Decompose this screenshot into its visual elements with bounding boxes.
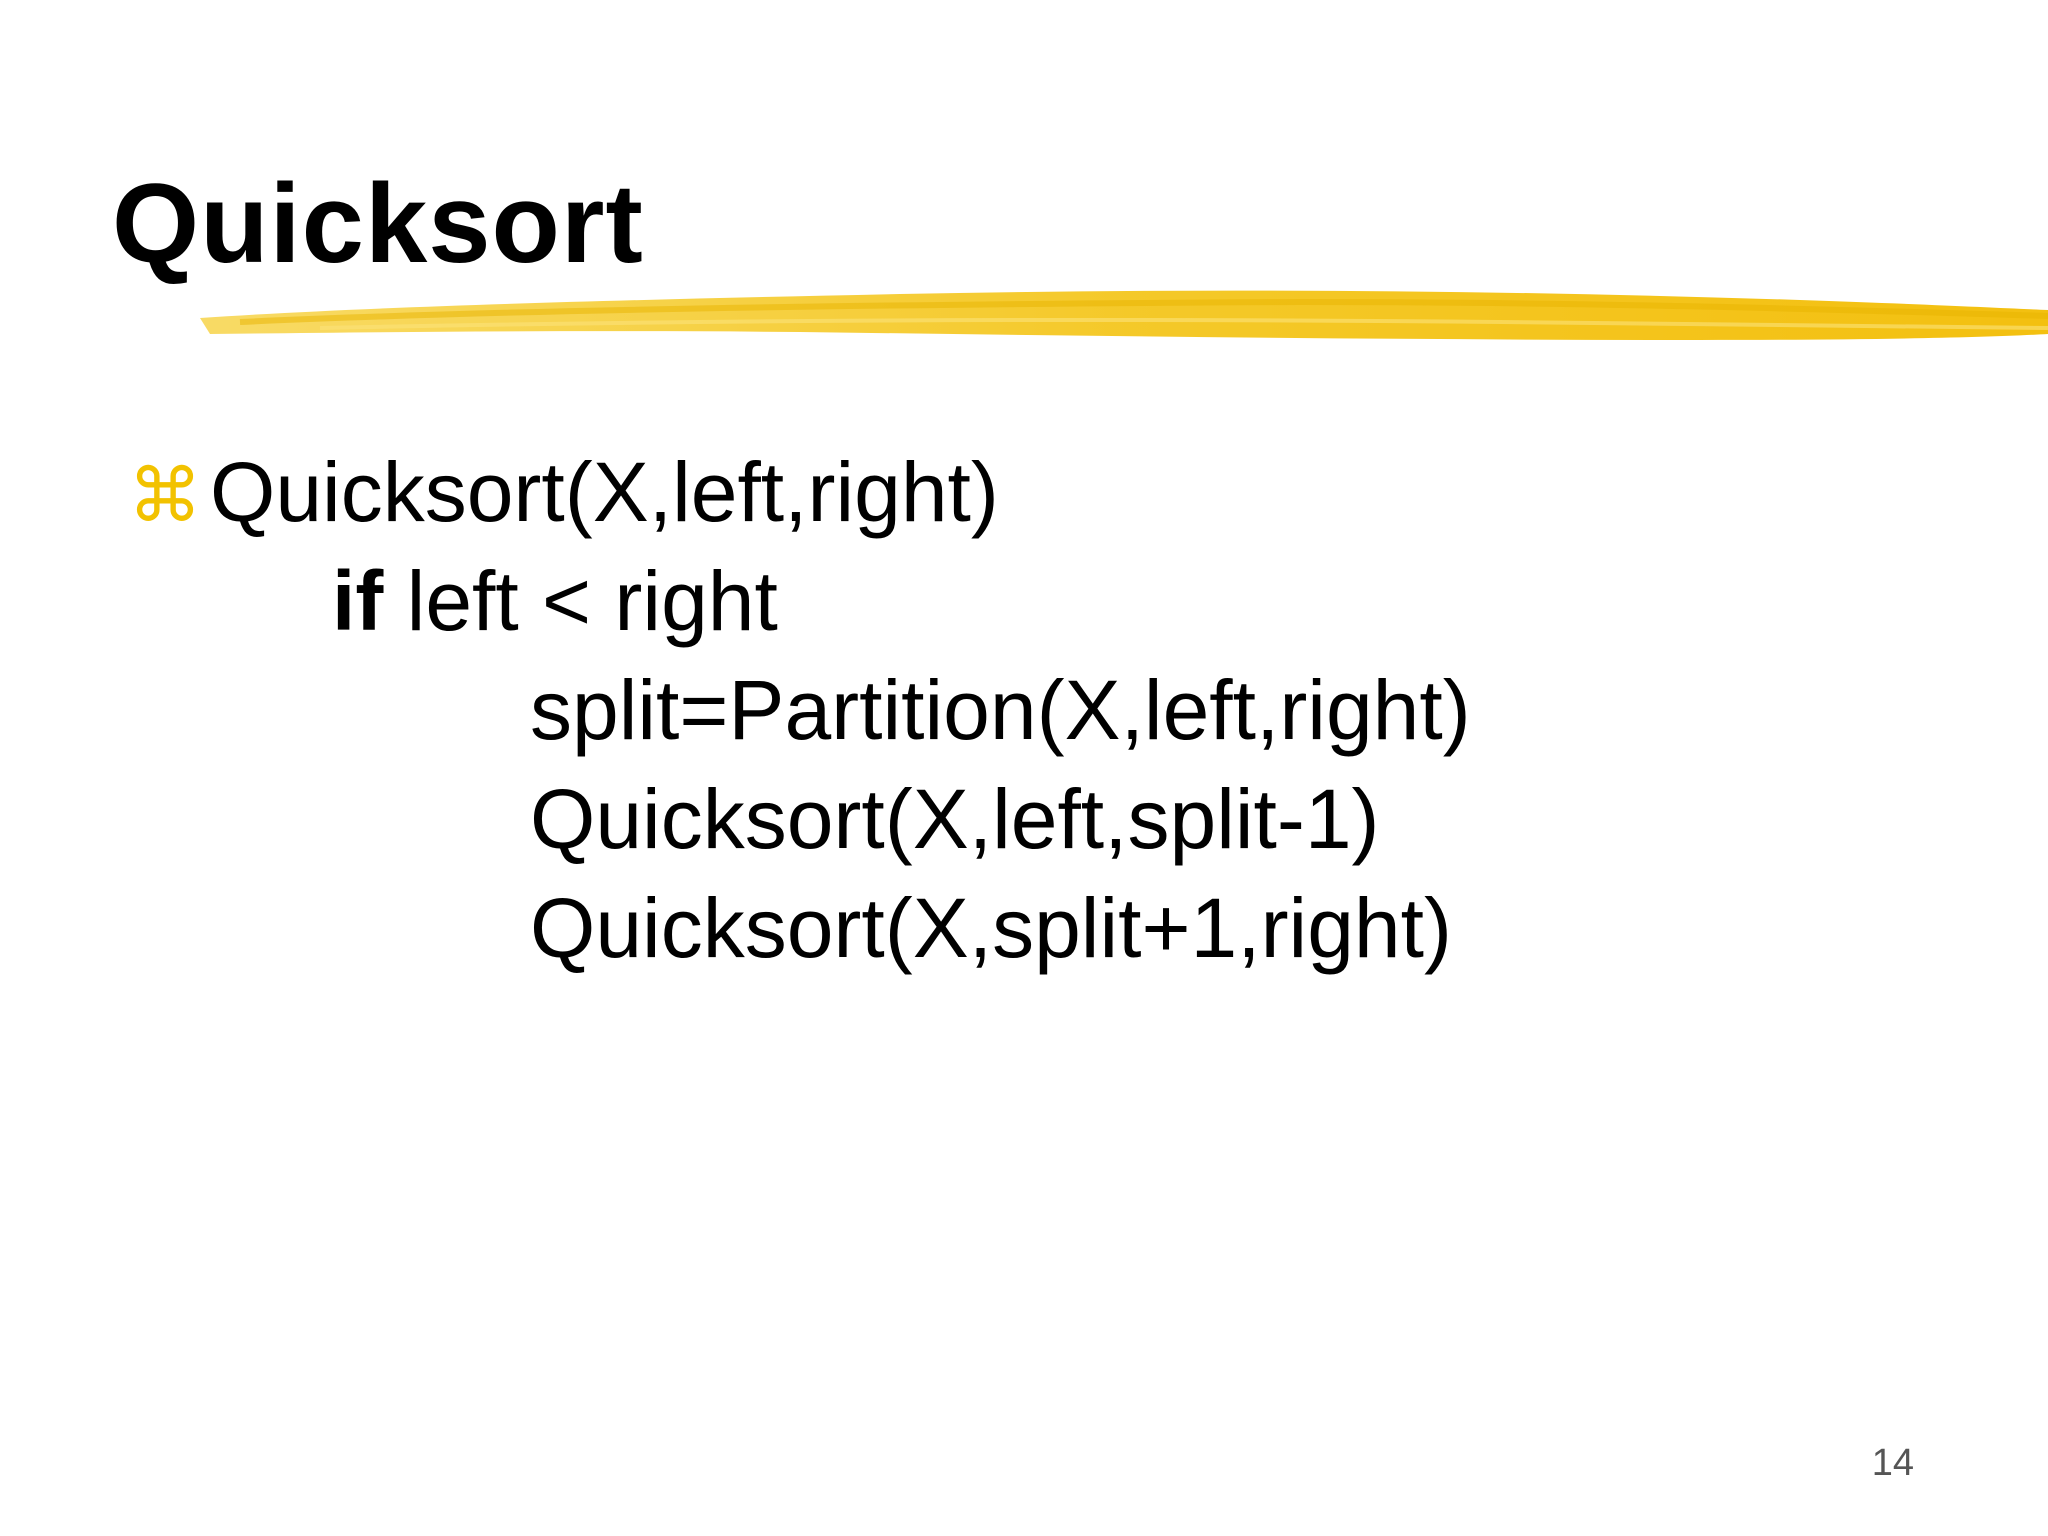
code-keyword: if — [332, 554, 384, 648]
code-line: if left < right — [128, 547, 1471, 656]
code-text: Quicksort(X,left,split-1) — [530, 772, 1380, 866]
code-line: ⌘ Quicksort(X,left,right) — [128, 438, 1471, 547]
place-of-interest-sign-icon: ⌘ — [128, 453, 202, 539]
slide-title: Quicksort — [112, 161, 644, 286]
page-number: 14 — [1871, 1442, 1914, 1484]
code-line: Quicksort(X,left,split-1) — [128, 765, 1471, 874]
code-text: Quicksort(X,left,right) — [210, 445, 999, 539]
code-line: split=Partition(X,left,right) — [128, 656, 1471, 765]
code-block: ⌘ Quicksort(X,left,right) if left < righ… — [128, 438, 1471, 983]
code-text: split=Partition(X,left,right) — [530, 663, 1471, 757]
highlighter-stroke — [200, 290, 2048, 340]
code-text: Quicksort(X,split+1,right) — [530, 881, 1452, 975]
code-text: left < right — [383, 554, 778, 648]
code-line: Quicksort(X,split+1,right) — [128, 874, 1471, 983]
